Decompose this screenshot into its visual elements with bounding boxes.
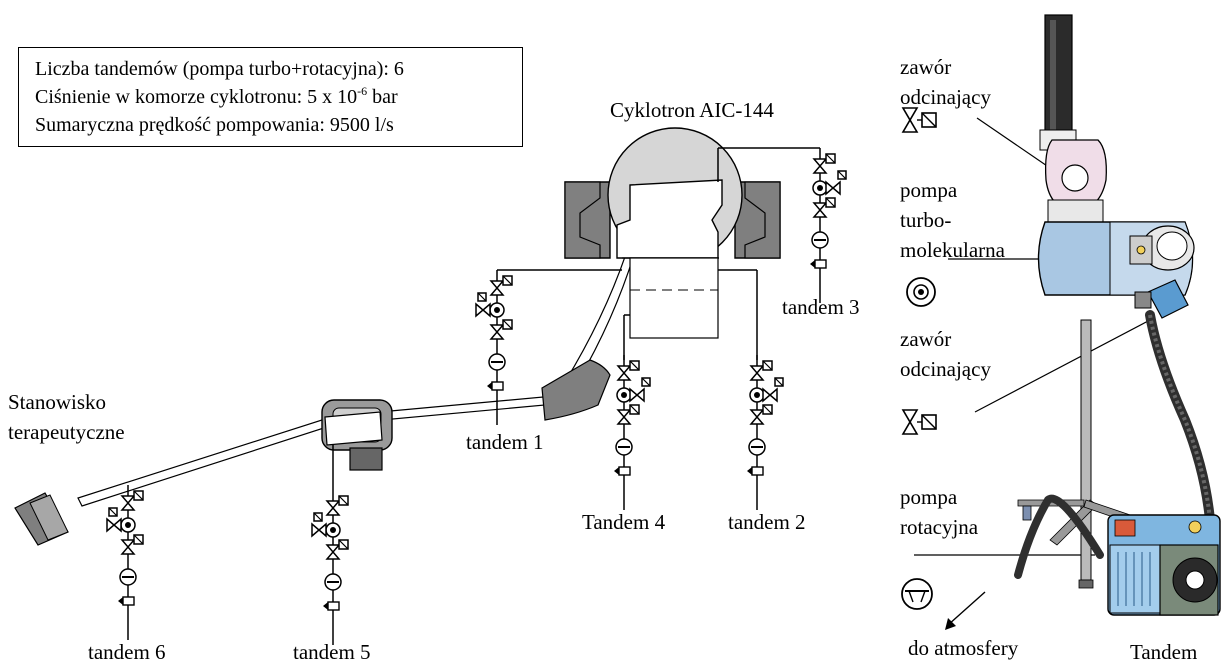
tandem5-label: tandem 5 — [293, 640, 371, 664]
info-pressure-prefix: Ciśnienie w komorze cyklotronu: 5 x 10 — [35, 86, 358, 108]
station-label-line1: Stanowisko — [8, 390, 107, 414]
tandem-5 — [311, 490, 348, 645]
info-pressure-exponent: -6 — [357, 84, 368, 98]
info-pumping-speed: Sumaryczna prędkość pompowania: 9500 l/s — [35, 114, 394, 136]
legend-exhaust-label: do atmosfery — [908, 636, 1019, 660]
tandem6-label: tandem 6 — [88, 640, 166, 664]
tandem-2 — [747, 355, 784, 510]
tandem3-label: tandem 3 — [782, 295, 860, 319]
legend-valve-top-line2: odcinający — [900, 85, 991, 109]
info-tandem-count: Liczba tandemów (pompa turbo+rotacyjna):… — [35, 58, 404, 80]
legend-valve-mid-line2: odcinający — [900, 357, 991, 381]
legend-rotary-line1: pompa — [900, 485, 958, 509]
legend-turbo-line2: turbo- — [900, 208, 952, 232]
cyclotron — [564, 127, 820, 339]
tandem-illustration — [1014, 14, 1221, 616]
therapy-station — [14, 492, 69, 546]
legend-turbo-line3: molekularna — [900, 238, 1005, 262]
tandem1-label: tandem 1 — [466, 430, 544, 454]
cyclotron-label: Cyklotron AIC-144 — [610, 98, 774, 122]
tandem4-label: Tandem 4 — [582, 510, 666, 534]
pointer-lines — [914, 117, 1151, 630]
tandem-4 — [614, 355, 651, 510]
vacuum-pipes — [332, 269, 758, 490]
tandem-3 — [810, 148, 847, 303]
legend-valve-mid-line1: zawór — [900, 327, 952, 351]
info-pressure-unit: bar — [367, 86, 398, 108]
tandem2-label: tandem 2 — [728, 510, 806, 534]
legend-valve-top-icon — [901, 107, 937, 133]
legend-tandem-label: Tandem — [1130, 640, 1198, 664]
bending-magnet — [541, 359, 611, 421]
station-label-line2: terapeutyczne — [8, 420, 125, 444]
tandem-6 — [106, 485, 143, 640]
legend-turbo-icon — [906, 277, 936, 307]
legend-valve-top-line1: zawór — [900, 55, 952, 79]
switching-magnet — [321, 399, 393, 471]
info-box: Liczba tandemów (pompa turbo+rotacyjna):… — [18, 47, 523, 147]
info-pressure: Ciśnienie w komorze cyklotronu: 5 x 10-6… — [35, 84, 398, 109]
legend-turbo-line1: pompa — [900, 178, 958, 202]
legend-rotary-icon — [901, 578, 933, 610]
legend-rotary-line2: rotacyjna — [900, 515, 979, 539]
legend-valve-mid-icon — [901, 409, 937, 435]
